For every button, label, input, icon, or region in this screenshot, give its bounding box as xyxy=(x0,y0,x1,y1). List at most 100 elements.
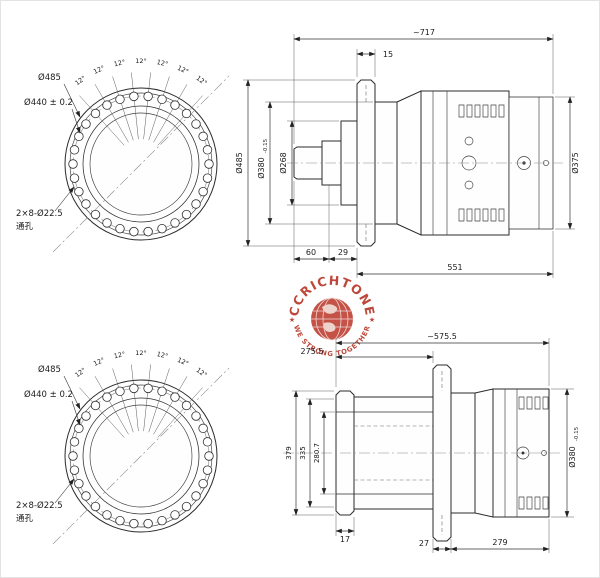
bolt-hole xyxy=(170,510,180,520)
bolt-hole xyxy=(202,437,213,447)
planet-pin xyxy=(464,136,474,146)
angle-label: 12° xyxy=(92,64,106,76)
bolt-hole xyxy=(143,226,153,237)
bolt-hole xyxy=(68,159,78,169)
bolt-hole xyxy=(74,478,84,489)
angle-label: 12° xyxy=(176,356,190,368)
bolt-hole xyxy=(102,100,112,110)
bolt-hole xyxy=(69,145,80,155)
bolt-hole xyxy=(129,383,139,394)
ring-gear-teeth-bottom xyxy=(518,496,549,510)
bolt-hole xyxy=(81,119,91,129)
bolt-hole xyxy=(69,437,80,447)
leader-line xyxy=(71,108,81,134)
bolt-hole xyxy=(202,465,213,475)
bolt-hole xyxy=(143,383,153,394)
bolt-hole xyxy=(191,411,201,421)
bolt-hole xyxy=(90,108,101,119)
angle-label: 12° xyxy=(113,58,126,68)
bolt-hole xyxy=(69,465,80,475)
angle-label: 12° xyxy=(113,350,126,360)
dimension-text: 17 xyxy=(340,535,350,544)
dimension-tolerance-text: -0.15 xyxy=(263,138,269,153)
bolt-hole xyxy=(81,199,91,209)
bolt-circle-diameter-label: Ø440 ± 0.2 xyxy=(24,97,73,108)
dimension-text: Ø485 xyxy=(234,152,244,174)
diagonal-centerline xyxy=(52,75,230,253)
leader-line xyxy=(54,478,75,504)
angle-ray xyxy=(157,95,203,146)
angle-ray xyxy=(143,72,151,140)
bolt-hole xyxy=(157,386,167,397)
flange-bore-circle xyxy=(89,112,193,216)
globe-continent xyxy=(323,322,336,332)
angle-ray xyxy=(94,84,129,143)
bolt-hole xyxy=(191,119,201,129)
bolt-hole xyxy=(157,515,167,526)
holes-note-label: 通孔 xyxy=(16,513,34,524)
bolt-hole xyxy=(202,145,213,155)
bolt-hole xyxy=(81,491,91,501)
angle-label: 12° xyxy=(156,350,169,360)
angle-ray xyxy=(153,84,188,143)
bolt-hole xyxy=(115,386,125,397)
angle-label: 12° xyxy=(92,356,106,368)
bolt-hole xyxy=(102,392,112,402)
dimension-text: ~717 xyxy=(413,28,435,37)
bolt-hole xyxy=(90,501,101,512)
angle-label: 12° xyxy=(156,58,169,68)
angle-ray xyxy=(94,376,129,435)
planet-pin xyxy=(464,180,474,190)
bolt-hole xyxy=(115,223,125,234)
bolt-hole xyxy=(74,423,84,434)
bolt-hole xyxy=(198,423,208,434)
bolt-hole xyxy=(157,223,167,234)
dimension-text: Ø380 xyxy=(256,157,266,179)
bolt-hole xyxy=(170,392,180,402)
bolt-hole xyxy=(115,94,125,105)
angle-label: 12° xyxy=(195,74,209,87)
leader-line xyxy=(63,375,81,410)
angle-label: 12° xyxy=(176,64,190,76)
angle-ray xyxy=(112,368,134,433)
star-icon: ★ xyxy=(289,316,295,324)
angle-label: 12° xyxy=(195,366,209,379)
dimension-text: 60 xyxy=(306,248,316,257)
bolt-hole xyxy=(202,173,213,183)
outer-diameter-label: Ø485 xyxy=(38,364,61,375)
leader-line xyxy=(63,83,81,118)
dimension-text: 15 xyxy=(383,50,393,59)
star-icon: ★ xyxy=(369,316,375,324)
angle-ray xyxy=(131,72,139,140)
bolt-hole xyxy=(198,186,208,197)
dimension-text: 551 xyxy=(447,263,462,272)
dimension-text: 379 xyxy=(285,446,293,459)
dimension-text: 280.7 xyxy=(313,443,321,463)
ring-gear-teeth-bottom xyxy=(458,208,505,222)
port-plug-dot xyxy=(521,451,525,455)
side-section-view-bottom: ~575.5 275.5 379 335 280.7 Ø380 -0.15 17… xyxy=(283,332,580,553)
angle-label: 12° xyxy=(73,74,87,87)
dimension-text: Ø380 xyxy=(567,446,577,468)
holes-spec-label: 2×8-Ø22.5 xyxy=(16,208,63,219)
center-hole xyxy=(541,450,547,456)
dimension-text: ~575.5 xyxy=(427,332,457,341)
dimension-text: 29 xyxy=(338,248,348,257)
bolt-hole xyxy=(129,518,139,529)
bolt-hole xyxy=(191,491,201,501)
bolt-hole xyxy=(69,173,80,183)
bolt-hole xyxy=(68,451,78,461)
ring-gear-teeth-top xyxy=(458,104,505,118)
bolt-hole xyxy=(129,226,139,237)
dimension-text: 275.5 xyxy=(301,347,324,356)
bolt-hole xyxy=(129,91,139,102)
angle-label: 12° xyxy=(135,349,147,357)
angle-ray xyxy=(148,368,170,433)
bolt-hole xyxy=(204,159,214,169)
flange-bore-circle xyxy=(89,404,193,508)
bolt-hole xyxy=(143,518,153,529)
